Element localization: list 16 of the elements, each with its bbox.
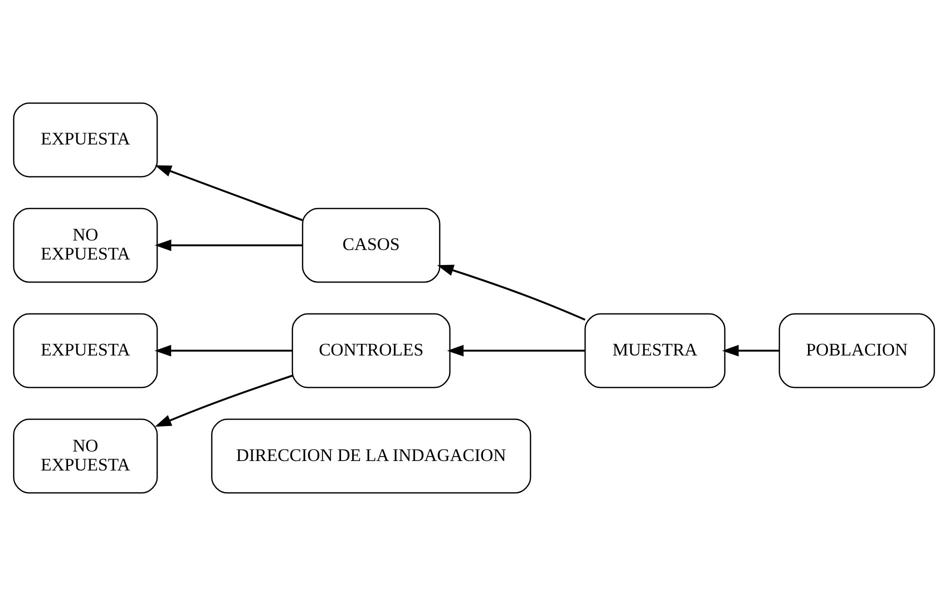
arrow (154, 344, 292, 356)
node-box: NO EXPUESTA (13, 208, 158, 283)
node-box: EXPUESTA (13, 313, 158, 388)
node-box: NO EXPUESTA (13, 418, 158, 494)
node-box: CASOS (302, 208, 440, 283)
arrow (154, 240, 302, 252)
node-box: EXPUESTA (13, 102, 158, 178)
node-box: CONTROLES (292, 313, 450, 388)
node-box: MUESTRA (584, 313, 726, 388)
arrow (447, 344, 585, 356)
node-box: DIRECCION DE LA INDAGACION (211, 418, 532, 494)
arrow (437, 264, 586, 321)
arrow (154, 374, 293, 427)
arrow (154, 165, 303, 222)
node-box: POBLACION (778, 313, 935, 388)
arrow (722, 344, 780, 356)
